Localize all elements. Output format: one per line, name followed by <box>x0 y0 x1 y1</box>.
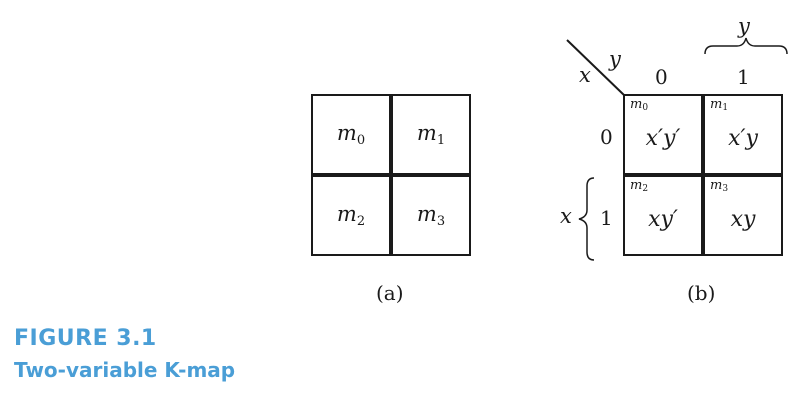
minterm-label: m3 <box>416 202 446 229</box>
minterm-label: m3 <box>710 178 729 194</box>
kmap-a-cell-m3: m3 <box>391 175 471 256</box>
column-brace <box>704 37 788 55</box>
corner-col-variable: y <box>609 47 621 71</box>
kmap-a-cell-m2: m2 <box>311 175 391 256</box>
row-brace-variable: x <box>560 204 572 228</box>
minterm-expression: x′y <box>728 126 758 151</box>
column-brace-variable: y <box>738 14 750 38</box>
minterm-expression: xy <box>730 207 756 232</box>
kmap-a: m0 m1 m2 m3 <box>311 94 475 260</box>
kmap-b-cell-m2: m2 xy′ <box>623 175 703 256</box>
column-header-1: 1 <box>737 65 750 89</box>
row-header-0: 0 <box>600 125 613 149</box>
minterm-label: m0 <box>630 97 649 113</box>
kmap-b-cell-m0: m0 x′y′ <box>623 94 703 175</box>
kmap-b-cell-m3: m3 xy <box>703 175 783 256</box>
minterm-label: m2 <box>630 178 649 194</box>
kmap-b: m0 x′y′ m1 x′y m2 xy′ m3 xy <box>623 94 787 260</box>
caption-b: (b) <box>687 281 716 305</box>
minterm-expression: x′y′ <box>645 126 681 151</box>
corner-diagonal-line <box>566 39 626 97</box>
row-brace <box>578 177 595 261</box>
corner-row-variable: x <box>579 63 591 87</box>
kmap-a-cell-m0: m0 <box>311 94 391 175</box>
figure-number: FIGURE 3.1 <box>14 326 157 351</box>
kmap-a-cell-m1: m1 <box>391 94 471 175</box>
row-header-1: 1 <box>600 206 613 230</box>
column-header-0: 0 <box>655 65 668 89</box>
kmap-b-cell-m1: m1 x′y <box>703 94 783 175</box>
minterm-label: m2 <box>336 202 366 229</box>
minterm-label: m1 <box>710 97 729 113</box>
caption-a: (a) <box>376 281 404 305</box>
minterm-expression: xy′ <box>648 207 678 232</box>
figure-title: Two-variable K-map <box>14 358 236 382</box>
minterm-label: m0 <box>336 121 366 148</box>
minterm-label: m1 <box>416 121 446 148</box>
